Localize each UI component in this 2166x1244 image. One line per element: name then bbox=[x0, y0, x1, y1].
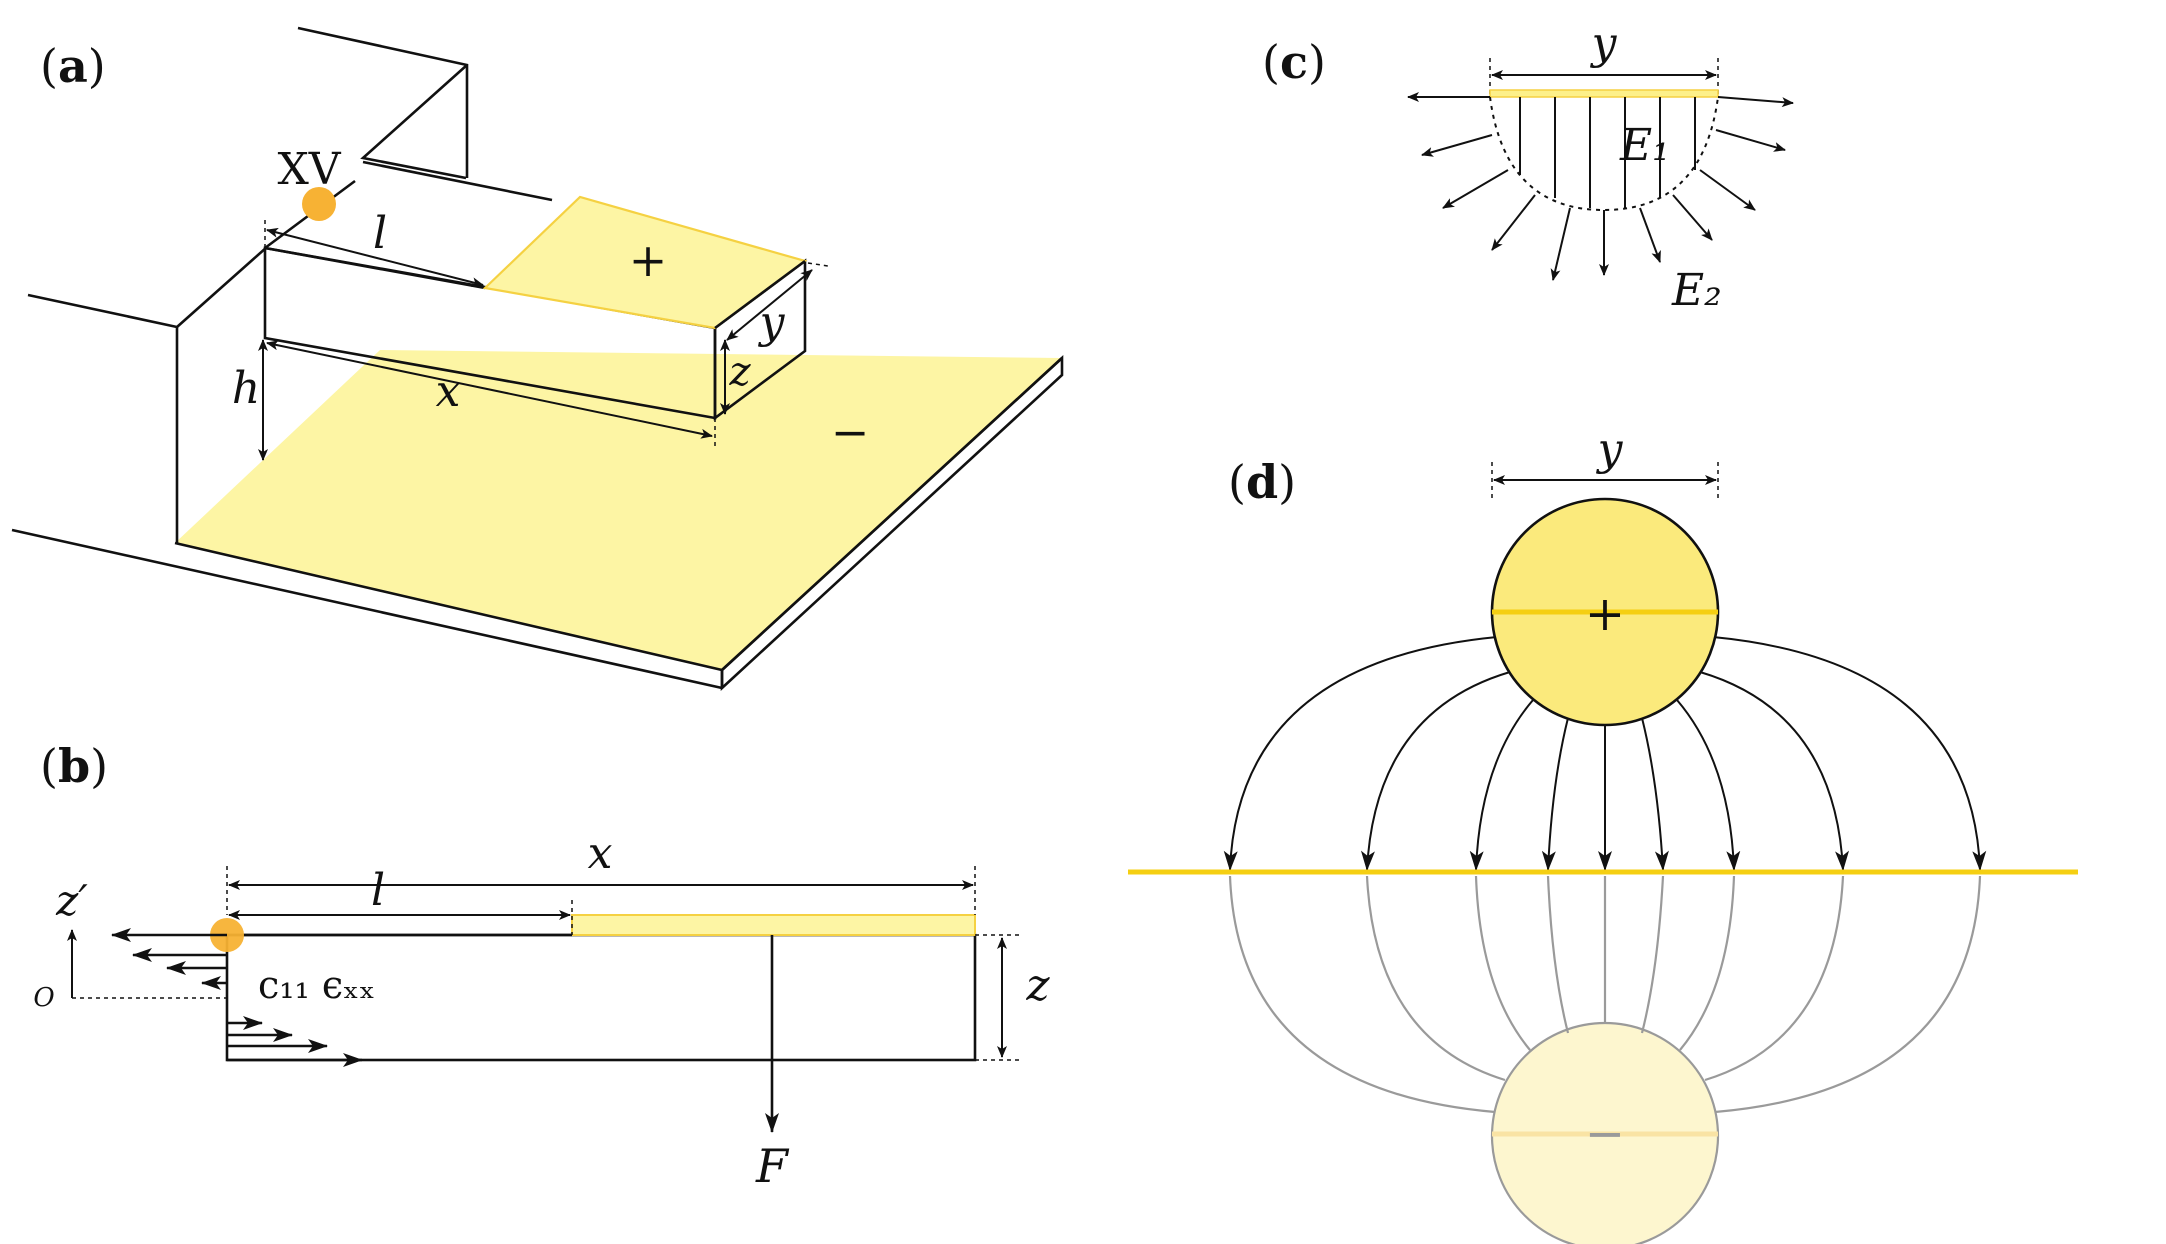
image-field-line bbox=[1474, 875, 1531, 1051]
e2-field-arrow bbox=[1639, 207, 1661, 263]
bottom-electrode-plate bbox=[175, 350, 1062, 670]
e2-field-arrow bbox=[1715, 129, 1786, 152]
panel-d: (d) y − + bbox=[1128, 424, 2078, 1244]
dim-x-b-label: x bbox=[588, 828, 613, 879]
dim-l-b-label: l bbox=[371, 865, 385, 916]
field-line bbox=[1223, 636, 1498, 871]
panel-a-label: (a) bbox=[40, 39, 106, 93]
dim-x-label: x bbox=[436, 366, 461, 417]
dim-h-label: h bbox=[232, 363, 260, 414]
dim-x-arrow bbox=[266, 340, 713, 439]
image-field-line bbox=[1679, 875, 1736, 1051]
e2-field-arrow bbox=[1491, 194, 1536, 251]
clamp-front-face bbox=[27, 293, 179, 543]
e2-label: E₂ bbox=[1671, 265, 1722, 316]
force-label: F bbox=[755, 1139, 790, 1193]
field-line bbox=[1541, 717, 1569, 871]
e2-field-arrow bbox=[1442, 169, 1509, 209]
plate-top-edge bbox=[174, 541, 723, 672]
panel-b-label: (b) bbox=[40, 739, 108, 793]
dim-z-label: z bbox=[728, 349, 751, 395]
electrode-strip bbox=[1489, 89, 1719, 98]
dim-y-c-label: y bbox=[1590, 18, 1618, 69]
panel-d-label: (d) bbox=[1228, 455, 1296, 509]
xv-marker-dot bbox=[302, 187, 336, 221]
top-electrode-plus: + bbox=[629, 233, 668, 287]
z-prime-label: z′ bbox=[55, 876, 88, 925]
field-line bbox=[1641, 717, 1669, 871]
panel-a: (a) + − XV l x bbox=[11, 26, 1064, 691]
origin-label: O bbox=[33, 983, 54, 1013]
dim-l-arrow bbox=[266, 227, 484, 288]
e2-field-arrow bbox=[1672, 194, 1713, 241]
e2-field-arrow bbox=[1699, 169, 1756, 211]
xv-label: XV bbox=[277, 144, 341, 195]
panel-c-label: (c) bbox=[1262, 35, 1326, 89]
beam-top-electrode bbox=[571, 914, 976, 936]
panel-c: (c) y E₁ E₂ bbox=[1262, 18, 1794, 316]
image-field-line bbox=[1546, 875, 1570, 1034]
e1-label: E₁ bbox=[1619, 120, 1670, 171]
plate-front-edge bbox=[11, 528, 723, 690]
e2-field-arrow bbox=[1550, 207, 1571, 281]
sphere-plus: + bbox=[1585, 586, 1625, 642]
image-field-line bbox=[1640, 875, 1665, 1034]
clamp-top-edge bbox=[176, 246, 268, 328]
field-line bbox=[1360, 671, 1511, 871]
field-line bbox=[1699, 671, 1850, 871]
e2-field-arrow bbox=[1717, 96, 1794, 108]
dim-z-b-label: z bbox=[1025, 960, 1050, 1011]
image-field-line bbox=[1714, 875, 1982, 1114]
image-field-line bbox=[1365, 875, 1506, 1082]
image-field-line bbox=[1228, 875, 1496, 1114]
e2-field-arrow bbox=[1421, 134, 1493, 157]
dim-y-d-label: y bbox=[1596, 424, 1624, 475]
plate-minus: − bbox=[831, 405, 870, 459]
field-line bbox=[1469, 699, 1534, 871]
clamp-back-slant bbox=[360, 64, 468, 180]
image-field-line bbox=[1704, 875, 1845, 1082]
field-line bbox=[1712, 636, 1987, 871]
panel-b: (b) x l z O z′ c₁₁ ϵₓₓ bbox=[33, 739, 1050, 1193]
field-line bbox=[1676, 699, 1741, 871]
e1-region-boundary bbox=[1489, 96, 1719, 212]
dim-y-label: y bbox=[758, 297, 786, 348]
image-sphere-minus: − bbox=[1585, 1106, 1625, 1162]
dim-y-arrow bbox=[726, 269, 813, 341]
stress-label: c₁₁ ϵₓₓ bbox=[258, 963, 375, 1007]
dim-l-label: l bbox=[373, 208, 387, 259]
